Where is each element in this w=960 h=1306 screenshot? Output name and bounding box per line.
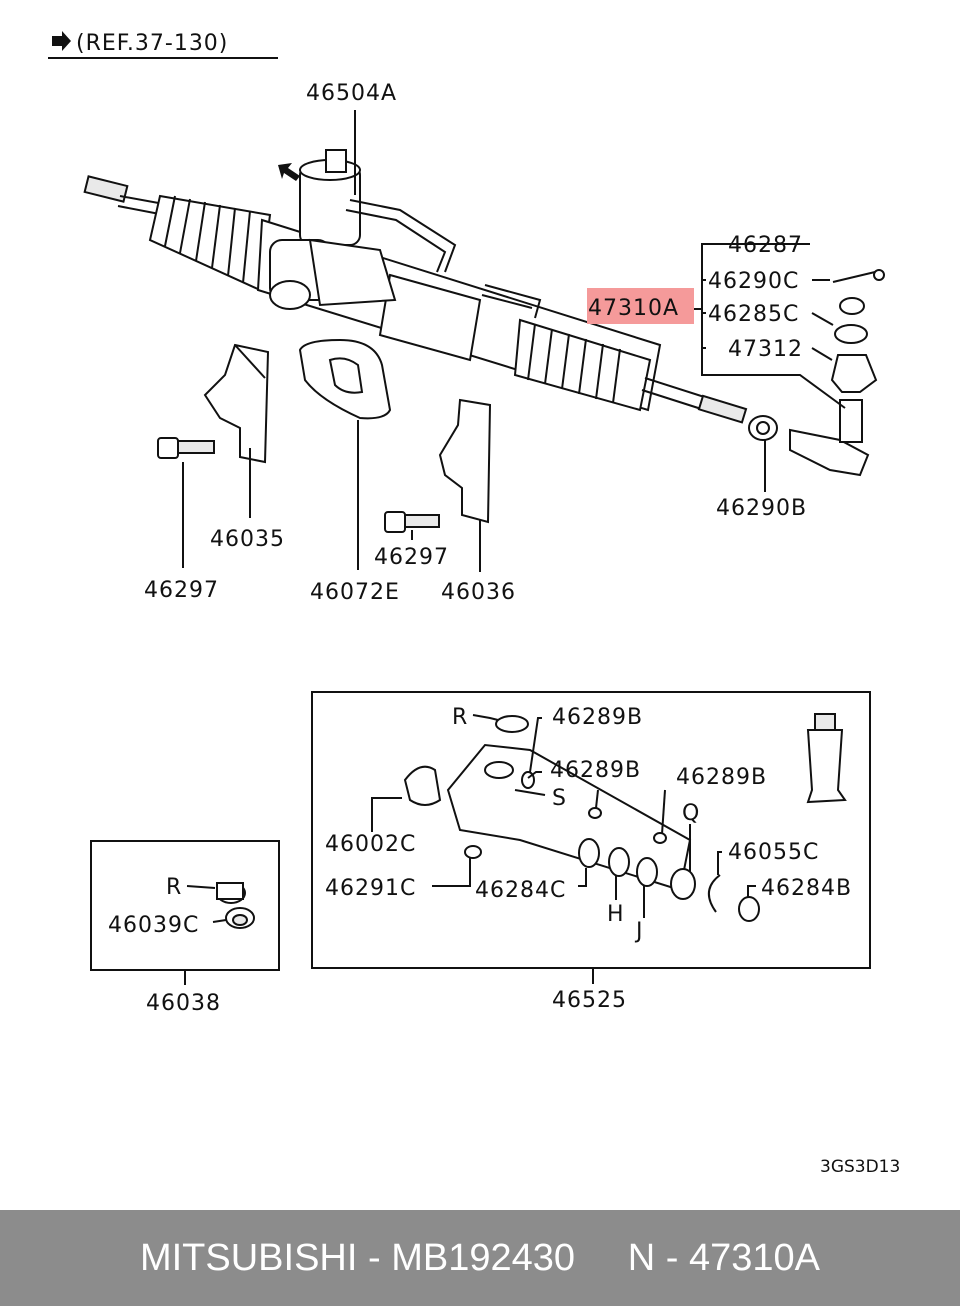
label-46285C[interactable]: 46285C xyxy=(708,302,799,327)
tie-rod-thread xyxy=(697,394,748,424)
arrow-right-icon xyxy=(52,31,71,51)
label-47310A[interactable]: 47310A xyxy=(588,296,679,321)
label-46035[interactable]: 46035 xyxy=(210,527,285,552)
grease-tube xyxy=(806,729,847,804)
label-Q[interactable]: Q xyxy=(682,801,700,826)
label-46290B[interactable]: 46290B xyxy=(716,496,807,521)
bolt-right xyxy=(384,511,440,533)
label-46039C[interactable]: 46039C xyxy=(108,913,199,938)
boot-clamp xyxy=(403,765,442,806)
label-H[interactable]: H xyxy=(607,902,625,927)
pinion-housing xyxy=(269,149,397,310)
bolt-left xyxy=(157,437,215,459)
castle-nut xyxy=(834,324,868,344)
label-46287[interactable]: 46287 xyxy=(728,233,803,258)
kit-46038-box xyxy=(90,840,280,985)
footer-caption: MITSUBISHI - MB192430 N - 47310A xyxy=(139,1236,821,1279)
leader-lines-top xyxy=(182,110,846,572)
label-46036[interactable]: 46036 xyxy=(441,580,516,605)
label-46289B-3[interactable]: 46289B xyxy=(676,765,767,790)
drawing-code: 3GS3D13 xyxy=(820,1157,900,1177)
label-R-kit[interactable]: R xyxy=(166,875,182,900)
label-46038[interactable]: 46038 xyxy=(146,991,221,1016)
label-46284C[interactable]: 46284C xyxy=(475,878,566,903)
reference-label: (REF.37-130) xyxy=(76,31,228,56)
insulator-46072E xyxy=(298,338,392,420)
label-46290C[interactable]: 46290C xyxy=(708,269,799,294)
dust-boot xyxy=(830,354,878,393)
label-46291C[interactable]: 46291C xyxy=(325,876,416,901)
label-46289B-1[interactable]: 46289B xyxy=(552,705,643,730)
steering-rack-assembly xyxy=(83,149,885,477)
label-46055C[interactable]: 46055C xyxy=(728,840,819,865)
label-46504A[interactable]: 46504A xyxy=(306,81,397,106)
leader-lines-kit xyxy=(371,714,756,984)
label-46284B[interactable]: 46284B xyxy=(761,876,852,901)
reference-header[interactable]: (REF.37-130) xyxy=(48,31,278,59)
rack-left-thread xyxy=(83,175,129,203)
footer-bar: MITSUBISHI - MB192430 N - 47310A xyxy=(0,1210,960,1306)
label-J[interactable]: J xyxy=(634,919,644,944)
parts-diagram: (REF.37-130) xyxy=(48,31,900,1177)
left-bellows xyxy=(148,194,272,292)
kit-46525-box xyxy=(311,691,871,969)
label-46297-left[interactable]: 46297 xyxy=(144,578,219,603)
cotter-pin xyxy=(832,271,876,283)
right-bellows xyxy=(513,318,652,412)
label-R-kit-46525[interactable]: R xyxy=(452,705,468,730)
label-46297-right[interactable]: 46297 xyxy=(374,545,449,570)
label-S[interactable]: S xyxy=(552,786,567,811)
arrow-direction-icon xyxy=(278,163,300,181)
label-46072E[interactable]: 46072E xyxy=(310,580,400,605)
bracket-46035 xyxy=(203,343,270,464)
highlight-box xyxy=(587,288,694,324)
housing-section xyxy=(446,743,692,892)
label-46002C[interactable]: 46002C xyxy=(325,832,416,857)
label-46525[interactable]: 46525 xyxy=(552,988,627,1013)
bracket-46036 xyxy=(438,398,492,524)
label-47312[interactable]: 47312 xyxy=(728,337,803,362)
label-46289B-2[interactable]: 46289B xyxy=(550,758,641,783)
